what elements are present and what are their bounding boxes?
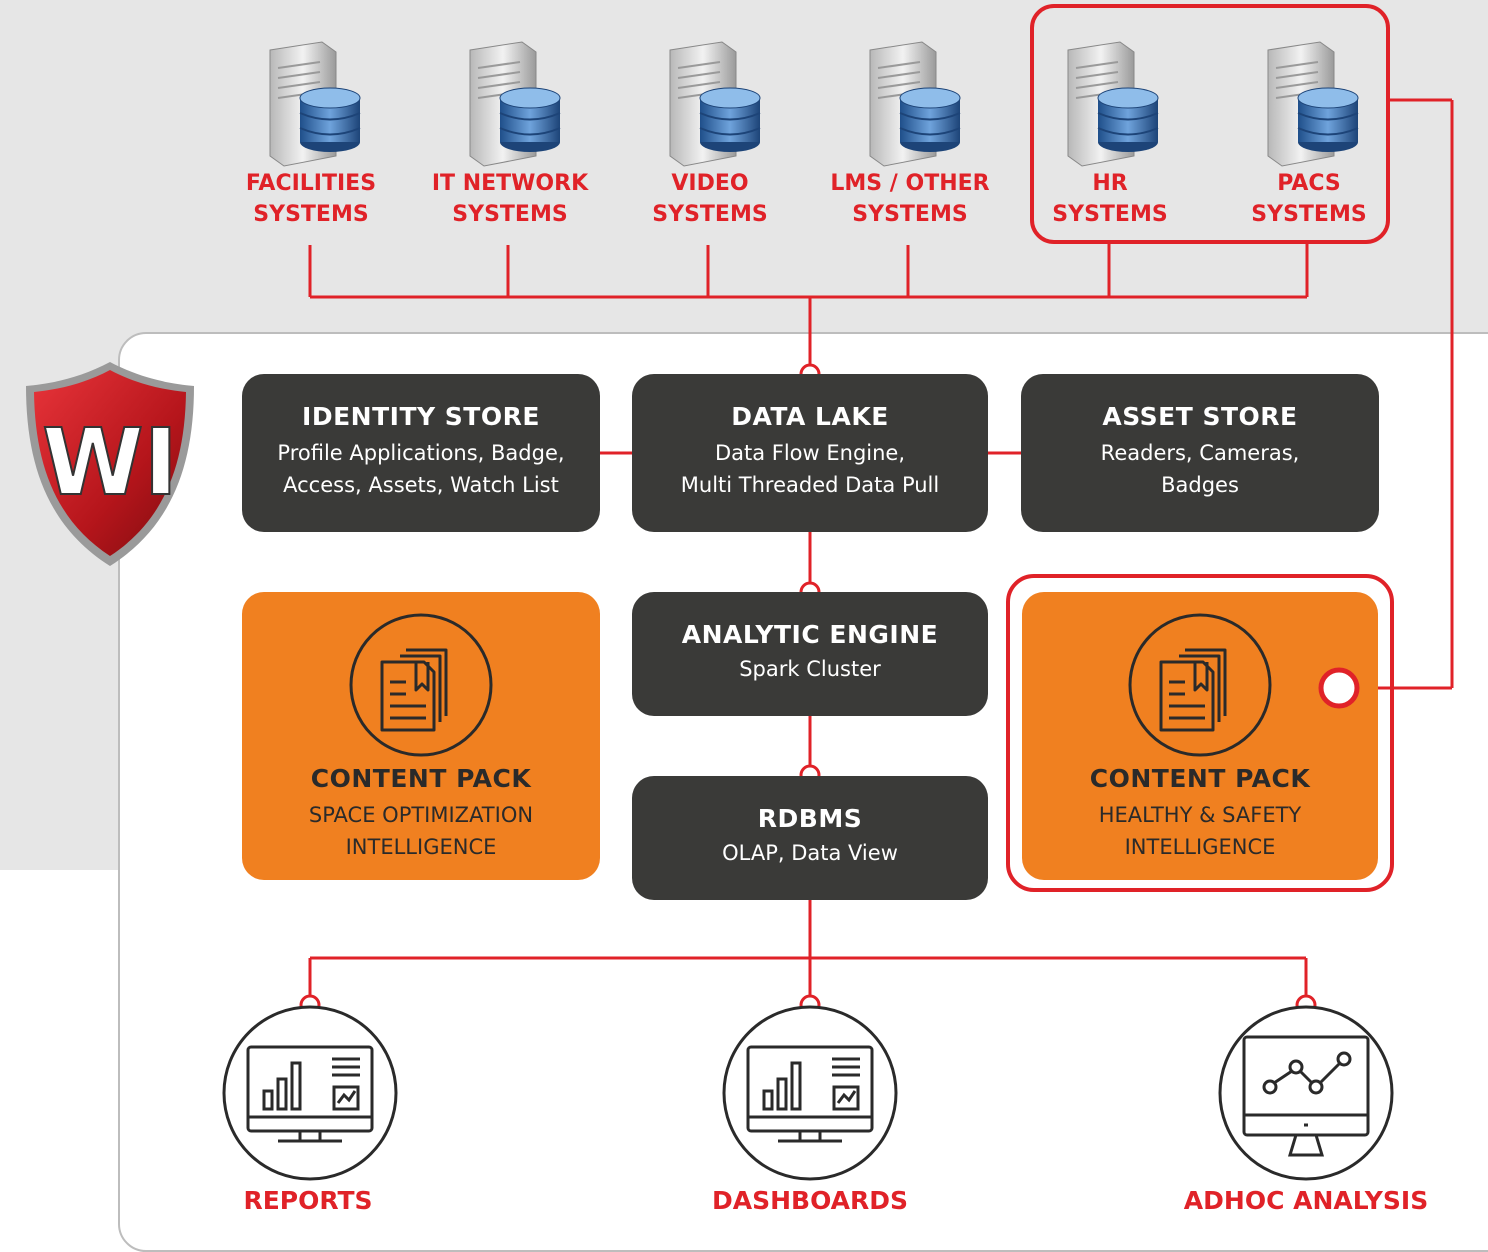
identity-store-box: IDENTITY STORE Profile Applications, Bad… [242,374,600,532]
dashboards-label: DASHBOARDS [711,1186,909,1215]
analytic-engine-box: ANALYTIC ENGINE Spark Cluster [632,592,988,716]
asset-store-line2: Badges [1161,473,1239,497]
adhoc-monitor-line-graph-icon [1218,1005,1394,1181]
content-pack-left-line2: INTELLIGENCE [345,835,497,859]
asset-store-box: ASSET STORE Readers, Cameras, Badges [1021,374,1379,532]
source-label-line: SYSTEMS [452,202,568,227]
source-label-line: IT NETWORK [431,171,589,196]
highlight-content-pack [1006,574,1394,892]
source-label-hr: HR SYSTEMS [1015,168,1205,230]
server-database-icon [1067,41,1159,167]
shield-logo: WI [26,362,194,566]
source-label-line: SYSTEMS [852,202,968,227]
server-database-icon [269,41,361,167]
source-label-line: SYSTEMS [1052,202,1168,227]
source-label-line: SYSTEMS [652,202,768,227]
content-pack-left-title: CONTENT PACK [310,764,532,793]
source-label-line: HR [1092,171,1128,196]
identity-store-title: IDENTITY STORE [302,402,540,431]
source-label-video: VIDEO SYSTEMS [615,168,805,230]
source-label-line: FACILITIES [245,171,377,196]
adhoc-analysis-label: ADHOC ANALYSIS [1183,1186,1429,1215]
identity-store-line2: Access, Assets, Watch List [283,473,559,497]
asset-store-line1: Readers, Cameras, [1100,441,1300,465]
data-lake-title: DATA LAKE [731,402,889,431]
content-pack-right-line2: INTELLIGENCE [1124,835,1276,859]
source-label-it-network: IT NETWORK SYSTEMS [415,168,605,230]
rdbms-title: RDBMS [757,804,863,833]
document-stack-icon [1128,613,1272,757]
source-label-pacs: PACS SYSTEMS [1214,168,1404,230]
analytic-engine-line1: Spark Cluster [739,657,881,681]
source-label-lms-other: LMS / OTHER SYSTEMS [815,168,1005,230]
highlight-hr-pacs [1030,4,1390,244]
reports-monitor-chart-icon [222,1005,398,1181]
source-label-line: SYSTEMS [1251,202,1367,227]
logo-text: WI [42,409,178,516]
content-pack-left-line1: SPACE OPTIMIZATION [308,803,534,827]
data-lake-box: DATA LAKE Data Flow Engine, Multi Thread… [632,374,988,532]
asset-store-title: ASSET STORE [1102,402,1298,431]
route-node-dot [1318,667,1360,709]
content-pack-right-line1: HEALTHY & SAFETY [1098,803,1302,827]
data-lake-line2: Multi Threaded Data Pull [680,473,940,497]
server-database-icon [669,41,761,167]
source-label-line: PACS [1277,171,1341,196]
analytic-engine-title: ANALYTIC ENGINE [681,620,939,649]
source-label-line: SYSTEMS [253,202,369,227]
reports-label: REPORTS [243,1186,373,1215]
identity-store-line1: Profile Applications, Badge, [277,441,565,465]
dashboards-monitor-chart-icon [722,1005,898,1181]
content-pack-right-title: CONTENT PACK [1089,764,1311,793]
content-pack-right-box: CONTENT PACK HEALTHY & SAFETY INTELLIGEN… [1022,592,1378,880]
data-lake-line1: Data Flow Engine, [714,441,906,465]
source-label-line: LMS / OTHER [830,171,990,196]
server-database-icon [469,41,561,167]
source-label-facilities: FACILITIES SYSTEMS [216,168,406,230]
server-database-icon [1267,41,1359,167]
server-database-icon [869,41,961,167]
content-pack-left-box: CONTENT PACK SPACE OPTIMIZATION INTELLIG… [242,592,600,880]
rdbms-box: RDBMS OLAP, Data View [632,776,988,900]
document-stack-icon [349,613,493,757]
rdbms-line1: OLAP, Data View [722,841,898,865]
source-label-line: VIDEO [671,171,749,196]
